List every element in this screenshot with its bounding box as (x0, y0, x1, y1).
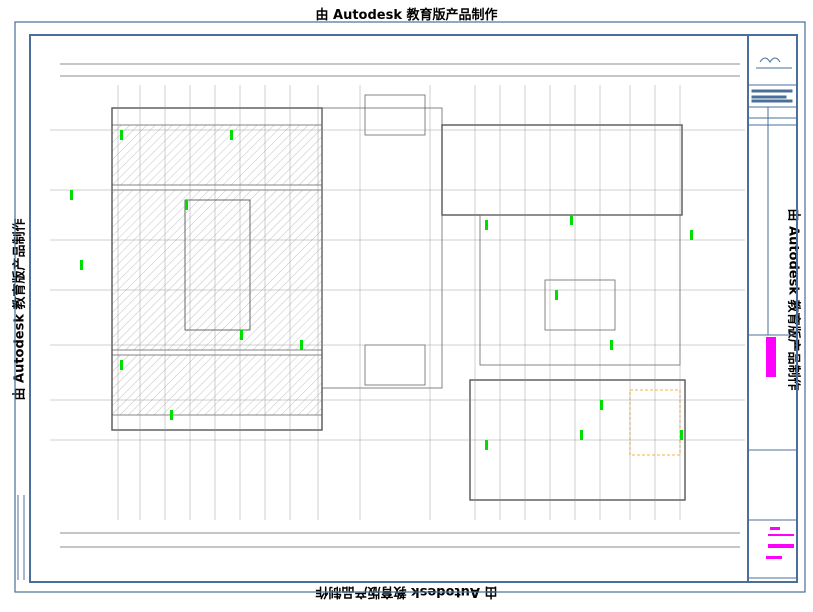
green-marker (485, 220, 488, 230)
green-marker (580, 430, 583, 440)
green-marker (600, 400, 603, 410)
green-marker (120, 130, 123, 140)
green-marker (240, 330, 243, 340)
green-markers (70, 130, 693, 450)
axis-grid (50, 85, 745, 520)
green-marker (680, 430, 683, 440)
green-marker (610, 340, 613, 350)
title-block (747, 35, 797, 582)
outer-frame (14, 21, 806, 593)
green-marker (300, 340, 303, 350)
revision-strip (17, 495, 25, 580)
green-marker (570, 215, 573, 225)
watermark-top: 由 Autodesk 教育版产品制作 (315, 8, 498, 23)
green-marker (70, 190, 73, 200)
green-marker (555, 290, 558, 300)
green-marker (230, 130, 233, 140)
building-plan (60, 63, 740, 548)
inner-frame (29, 34, 798, 583)
green-marker (80, 260, 83, 270)
green-marker (485, 440, 488, 450)
green-marker (690, 230, 693, 240)
green-marker (120, 360, 123, 370)
green-marker (170, 410, 173, 420)
green-marker (185, 200, 188, 210)
